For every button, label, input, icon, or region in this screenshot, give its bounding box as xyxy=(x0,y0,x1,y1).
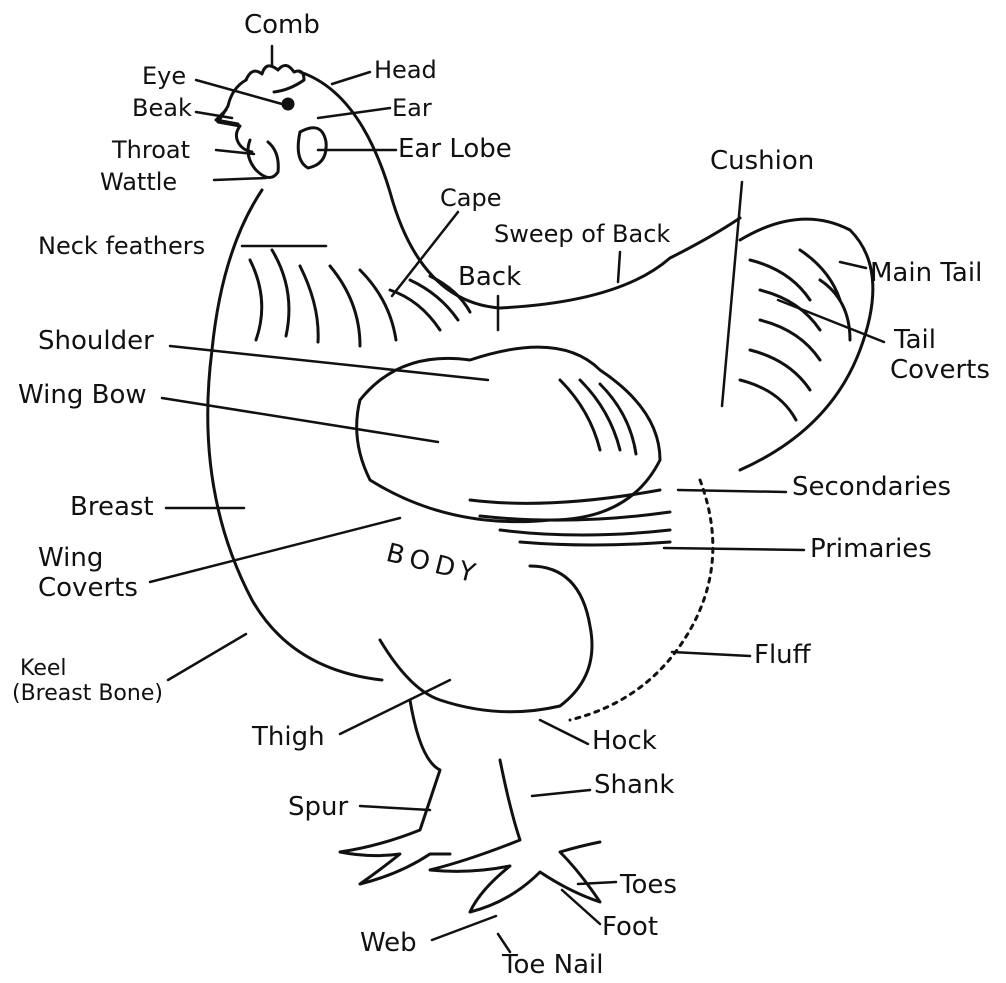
label-wing-coverts-line1: Wing xyxy=(38,544,138,574)
leader-beak xyxy=(196,112,232,118)
label-wing-bow: Wing Bow xyxy=(18,382,147,408)
leader-thigh xyxy=(340,680,450,734)
label-keel: Keel (Breast Bone) xyxy=(12,656,163,707)
label-web: Web xyxy=(360,930,417,956)
label-thigh: Thigh xyxy=(252,724,325,750)
leader-sweep-of-back xyxy=(618,252,620,282)
leader-main-tail xyxy=(840,262,866,268)
label-comb: Comb xyxy=(244,12,320,38)
right-leg xyxy=(430,760,600,912)
label-ear-lobe: Ear Lobe xyxy=(398,136,512,162)
label-tail-coverts: Tail Coverts xyxy=(890,326,990,386)
leader-head xyxy=(332,72,370,84)
ear-lobe-shape xyxy=(298,128,326,168)
label-toes: Toes xyxy=(620,872,677,898)
leader-primaries xyxy=(664,548,804,550)
label-back: Back xyxy=(458,264,521,290)
label-sweep-of-back: Sweep of Back xyxy=(494,222,670,246)
leader-wattle xyxy=(214,178,266,180)
label-keel-line1: Keel xyxy=(12,656,163,681)
label-primaries: Primaries xyxy=(810,536,932,562)
label-secondaries: Secondaries xyxy=(792,474,951,500)
label-breast: Breast xyxy=(70,494,154,520)
label-neck-feathers: Neck feathers xyxy=(38,234,205,258)
leader-toes xyxy=(578,882,616,884)
leader-cushion xyxy=(722,182,742,406)
label-shank: Shank xyxy=(594,772,674,798)
label-spur: Spur xyxy=(288,794,348,820)
label-hock: Hock xyxy=(592,728,657,754)
label-cape: Cape xyxy=(440,186,501,210)
wattle-shape xyxy=(248,140,278,178)
label-keel-line2: (Breast Bone) xyxy=(12,681,163,706)
label-foot: Foot xyxy=(602,914,658,940)
leader-shoulder xyxy=(170,346,488,380)
comb-shape xyxy=(246,65,304,92)
label-main-tail: Main Tail xyxy=(870,260,982,286)
leader-secondaries xyxy=(678,490,786,492)
label-head: Head xyxy=(374,58,437,82)
left-leg xyxy=(340,700,450,884)
tail-feathers xyxy=(740,250,850,420)
label-cushion: Cushion xyxy=(710,148,814,174)
leader-keel xyxy=(168,634,246,680)
leader-wing-coverts xyxy=(150,518,400,582)
label-fluff: Fluff xyxy=(754,642,811,668)
neck-feathers xyxy=(250,250,396,346)
body-lower xyxy=(380,566,592,712)
leader-shank xyxy=(532,790,590,796)
eye-shape xyxy=(283,99,293,109)
label-wing-coverts-line2: Coverts xyxy=(38,574,138,604)
leader-hock xyxy=(540,720,588,744)
label-wattle: Wattle xyxy=(100,170,177,194)
leader-spur xyxy=(360,806,430,810)
leader-wing-bow xyxy=(162,398,438,442)
label-throat: Throat xyxy=(112,138,190,162)
label-toe-nail: Toe Nail xyxy=(502,952,603,978)
label-wing-coverts: Wing Coverts xyxy=(38,544,138,604)
leader-fluff xyxy=(672,652,750,656)
leader-web xyxy=(432,916,496,940)
label-shoulder: Shoulder xyxy=(38,328,154,354)
label-tail-coverts-line2: Coverts xyxy=(890,356,990,386)
label-eye: Eye xyxy=(142,64,186,88)
label-tail-coverts-line1: Tail xyxy=(890,326,990,356)
label-beak: Beak xyxy=(132,96,192,120)
label-ear: Ear xyxy=(392,96,432,120)
